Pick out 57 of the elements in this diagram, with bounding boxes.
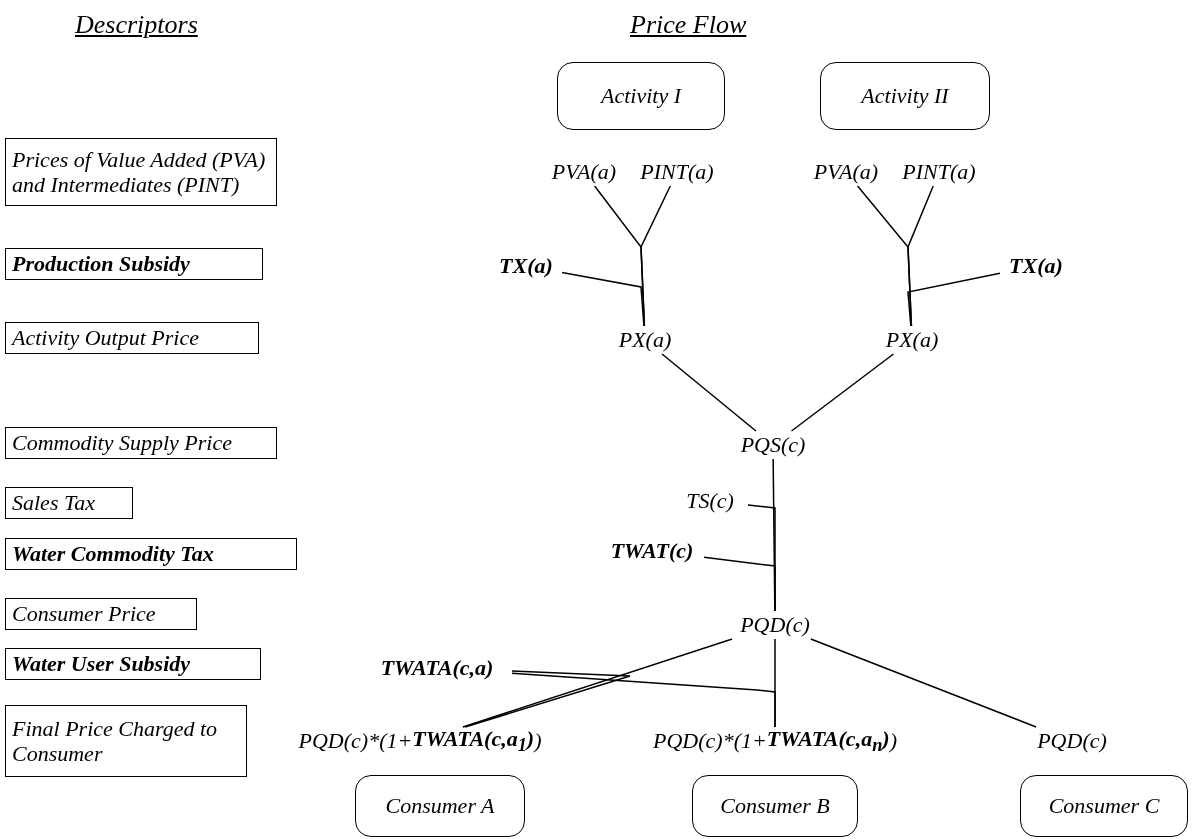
- column-heading: Descriptors: [75, 10, 198, 40]
- descriptor-box: [5, 248, 263, 280]
- descriptor-label: Consumer Price: [12, 601, 156, 627]
- price-variable: TX(a): [490, 252, 562, 280]
- node-label: Activity II: [861, 83, 949, 109]
- descriptor-label: Prices of Value Added (PVA) and Intermediates (PINT): [12, 146, 267, 198]
- price-variable: PVA(a): [800, 158, 892, 186]
- rounded-box: [1020, 775, 1188, 837]
- descriptor-label: Final Price Charged to Consumer: [12, 715, 219, 767]
- connector-line: [810, 638, 1037, 728]
- descriptor-label: Production Subsidy: [12, 251, 190, 277]
- connector-line: [907, 272, 1001, 327]
- connector-line: [907, 185, 934, 327]
- price-variable: PINT(a): [890, 158, 988, 186]
- descriptor-box: [5, 322, 259, 354]
- rounded-box: [820, 62, 990, 130]
- connector-line: [790, 353, 895, 432]
- connector-line: [462, 638, 733, 728]
- rounded-box: [692, 775, 858, 837]
- descriptor-label: Activity Output Price: [12, 325, 199, 351]
- descriptor-label: Commodity Supply Price: [12, 430, 232, 456]
- connector-line: [561, 271, 645, 327]
- price-variable: TWATA(c,a): [362, 654, 512, 682]
- price-variable: PQS(c): [725, 431, 821, 459]
- descriptor-box: [5, 487, 133, 519]
- rounded-box: [355, 775, 525, 837]
- column-heading: Price Flow: [630, 10, 747, 40]
- descriptor-box: [5, 538, 297, 570]
- node-label: Activity I: [601, 83, 681, 109]
- descriptor-box: [5, 138, 277, 206]
- descriptor-label: Water User Subsidy: [12, 651, 191, 677]
- descriptor-box: [5, 648, 261, 680]
- price-variable: PQD(c)*(1+TWATA(c,a$_{n}$)): [632, 727, 918, 755]
- price-variable: TWAT(c): [600, 537, 704, 565]
- descriptor-label: Sales Tax: [12, 490, 95, 516]
- price-variable: TX(a): [1000, 252, 1072, 280]
- node-label: Consumer C: [1048, 793, 1160, 819]
- price-variable: PX(a): [605, 326, 685, 354]
- price-variable: TS(c): [672, 487, 748, 515]
- price-variable: PQD(c)*(1+TWATA(c,a$_{1}$)): [280, 727, 560, 755]
- price-variable: PX(a): [872, 326, 952, 354]
- connector-line: [640, 185, 672, 327]
- connector-line: [703, 556, 776, 612]
- rounded-box: [557, 62, 725, 130]
- connector-line: [511, 672, 776, 728]
- price-variable: PVA(a): [538, 158, 630, 186]
- price-variable: PQD(c): [728, 611, 822, 639]
- node-label: Consumer B: [720, 793, 830, 819]
- descriptor-label: Water Commodity Tax: [12, 541, 214, 567]
- price-variable: PQD(c): [1030, 727, 1114, 755]
- descriptor-box: [5, 705, 247, 777]
- descriptor-box: [5, 427, 277, 459]
- connector-line: [464, 670, 631, 728]
- descriptor-box: [5, 598, 197, 630]
- connector-line: [661, 353, 757, 432]
- price-variable: PINT(a): [628, 158, 726, 186]
- node-label: Consumer A: [385, 793, 495, 819]
